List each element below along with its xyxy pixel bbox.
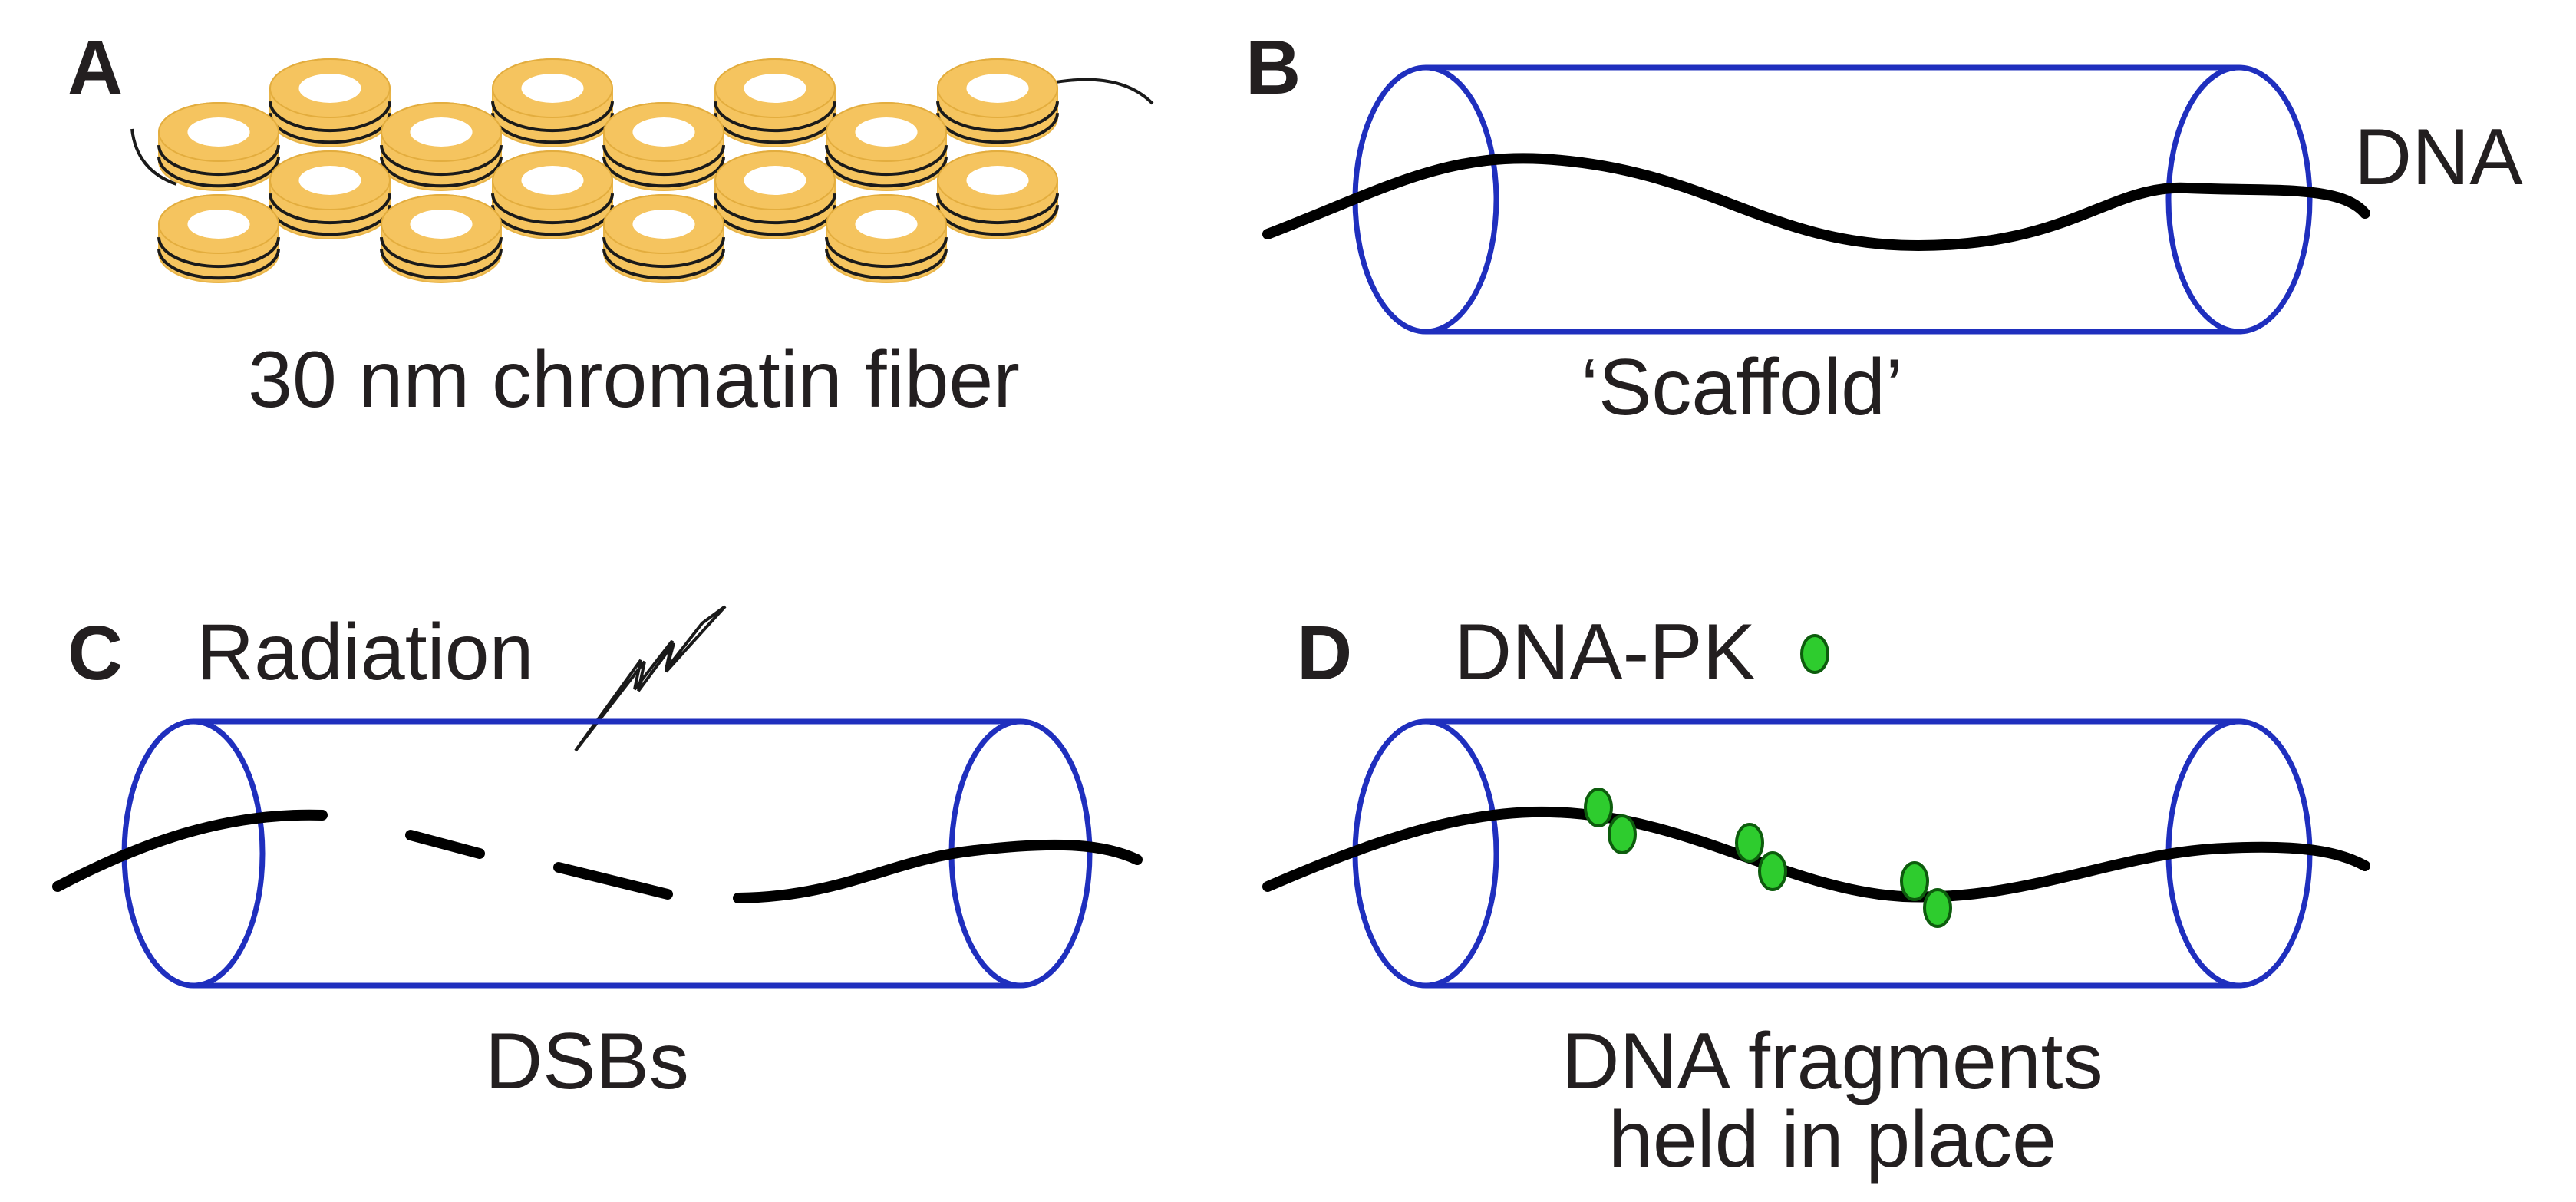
- linker-dna-right: [1051, 78, 1154, 105]
- nucleosome: [491, 150, 614, 239]
- nucleosome: [157, 102, 280, 191]
- panel-a: A 30 nm chromatin fiber: [68, 25, 1154, 424]
- broken-dna-strand: [52, 809, 1143, 903]
- nucleosome: [157, 194, 280, 283]
- nucleosome: [714, 150, 836, 239]
- panel-b-letter: B: [1245, 25, 1301, 111]
- nucleosome: [380, 194, 503, 283]
- nucleosome: [269, 150, 391, 239]
- nucleosome: [936, 150, 1059, 239]
- panel-c-letter: C: [68, 610, 123, 696]
- dna-strand: [1262, 806, 2370, 903]
- dna-strand: [1262, 153, 2370, 252]
- dna-pk-protein: [1608, 814, 1637, 854]
- panel-b: B DNA ‘Scaffold’: [1245, 25, 2523, 432]
- panel-d-caption-line-1: DNA fragments: [1562, 1017, 2103, 1106]
- scaffold-left-end: [121, 718, 266, 989]
- dna-pk-protein: [1584, 788, 1613, 827]
- nucleosome: [825, 102, 948, 191]
- dna-label: DNA: [2354, 113, 2523, 202]
- dna-pk-protein: [1900, 861, 1929, 901]
- radiation-label: Radiation: [196, 608, 533, 697]
- panel-b-caption: ‘Scaffold’: [1581, 343, 1903, 432]
- scaffold-right-end: [2165, 64, 2313, 335]
- dna-fragment: [553, 862, 673, 900]
- dna-pk-legend-icon: [1800, 634, 1829, 674]
- lightning-bolt-icon: [574, 605, 727, 752]
- linker-dna-left: [130, 128, 177, 186]
- dna-pk-legend-label: DNA-PK: [1454, 608, 1756, 697]
- panel-a-letter: A: [68, 25, 123, 111]
- panel-d: D DNA-PK DNA fragments held in place: [1262, 608, 2370, 1184]
- dna-pk-protein: [1923, 888, 1952, 928]
- dna-fragment: [52, 809, 328, 892]
- dna-fragment: [405, 830, 485, 859]
- nucleosome: [714, 58, 836, 147]
- panel-c-caption: DSBs: [485, 1017, 689, 1106]
- panel-d-caption-line-2: held in place: [1608, 1095, 2057, 1184]
- nucleosome: [380, 102, 503, 191]
- scaffold-cylinder: [121, 718, 1093, 989]
- nucleosome: [825, 194, 948, 283]
- scaffold-left-end: [1352, 64, 1499, 335]
- dna-pk-bound-group: [1584, 788, 1952, 928]
- nucleosome: [602, 102, 725, 191]
- nucleosome: [602, 194, 725, 283]
- scaffold-cylinder: [1352, 64, 2313, 335]
- dna-pk-protein: [1758, 851, 1787, 891]
- chromatin-fiber: [130, 58, 1154, 283]
- scaffold-left-end: [1352, 718, 1499, 989]
- nucleosome: [491, 58, 614, 147]
- nucleosome: [269, 58, 391, 147]
- dna-pk-protein: [1735, 823, 1764, 863]
- panel-d-letter: D: [1297, 610, 1352, 696]
- nucleosome: [936, 58, 1059, 147]
- dna-fragment: [733, 839, 1143, 903]
- panel-c: C Radiation DSBs: [52, 605, 1143, 1106]
- panel-a-caption: 30 nm chromatin fiber: [248, 335, 1020, 424]
